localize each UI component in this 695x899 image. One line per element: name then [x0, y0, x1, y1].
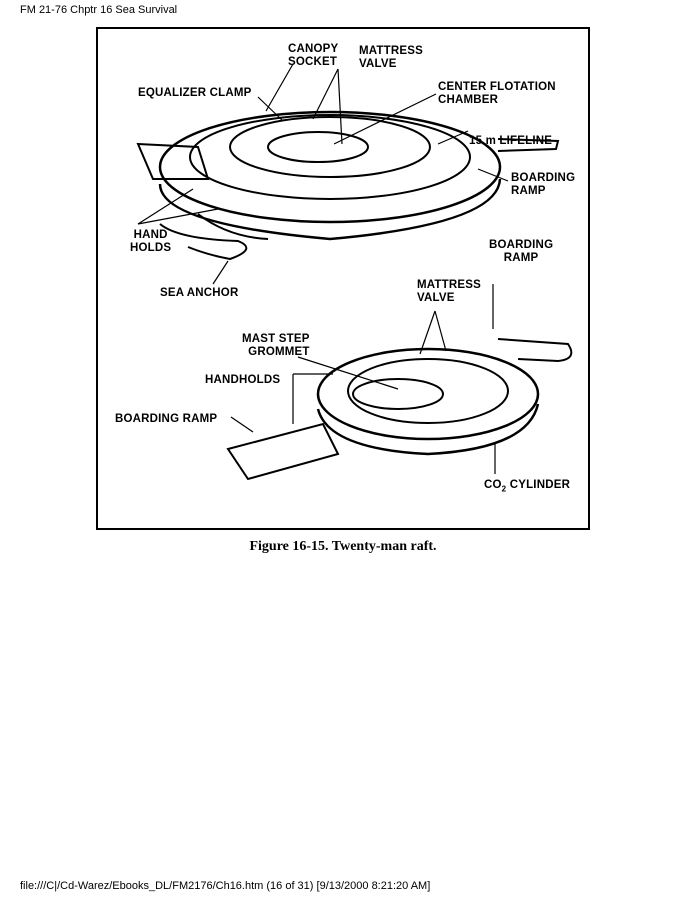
label-canopy-socket: CANOPY SOCKET: [288, 43, 339, 68]
label-lifeline: 15 m LIFELINE: [469, 135, 553, 147]
label-co2-cylinder: CO2 CYLINDER: [484, 479, 570, 495]
label-boarding-ramp-top: BOARDING RAMP: [511, 172, 576, 197]
label-boarding-ramp-left: BOARDING RAMP: [115, 413, 218, 425]
co2-suffix: CYLINDER: [506, 479, 571, 491]
raft-figure: CANOPY SOCKET MATTRESS VALVE EQUALIZER C…: [96, 27, 590, 530]
co2-subscript: 2: [501, 484, 507, 494]
figure-caption: Figure 16-15. Twenty-man raft.: [249, 539, 437, 554]
page-footer-url: file:///C|/Cd-Warez/Ebooks_DL/FM2176/Ch1…: [20, 880, 431, 892]
label-handholds: HANDHOLDS: [205, 374, 281, 386]
label-mattress-valve-top: MATTRESS VALVE: [359, 45, 423, 70]
label-sea-anchor: SEA ANCHOR: [160, 287, 239, 299]
label-boarding-ramp-right: BOARDING RAMP: [489, 239, 554, 264]
label-center-flotation-chamber: CENTER FLOTATION CHAMBER: [438, 81, 556, 106]
raft-top-drawing: [136, 110, 560, 261]
label-hand-holds: HAND HOLDS: [130, 229, 172, 254]
leader-lines: [137, 63, 509, 474]
page-header-title: FM 21-76 Chptr 16 Sea Survival: [20, 4, 178, 16]
raft-bottom-drawing: [226, 338, 573, 481]
label-equalizer-clamp: EQUALIZER CLAMP: [138, 87, 252, 99]
co2-prefix: CO: [484, 479, 502, 491]
raft-illustration: [136, 63, 573, 481]
label-mattress-valve-bottom: MATTRESS VALVE: [417, 279, 481, 304]
label-mast-step-grommet: MAST STEP GROMMET: [242, 333, 310, 358]
